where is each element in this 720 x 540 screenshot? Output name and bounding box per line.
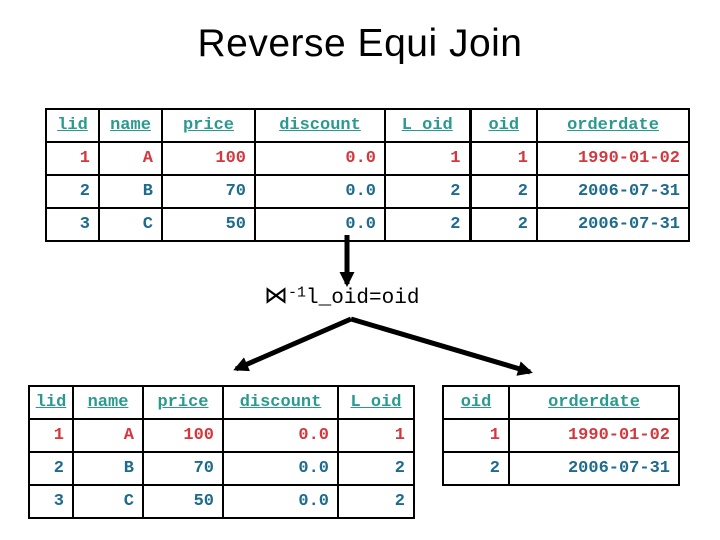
table-cell: 1 xyxy=(28,418,74,453)
join-condition: l_oid=oid xyxy=(306,287,420,310)
table-cell: 2 xyxy=(337,451,415,486)
table-cell: C xyxy=(72,484,144,519)
joined-result-table: lid name price discount L_oid oid orderd… xyxy=(45,108,690,242)
table-cell: 3 xyxy=(45,207,100,242)
table-cell: B xyxy=(98,174,163,209)
table-cell: 0.0 xyxy=(222,418,339,453)
table-cell: 0.0 xyxy=(222,451,339,486)
table-cell: 2 xyxy=(384,207,471,242)
column-header-name: name xyxy=(72,385,144,420)
column-header-name: name xyxy=(98,108,163,143)
header-row: oid orderdate xyxy=(442,385,680,420)
table-cell: 2 xyxy=(45,174,100,209)
column-header-lid: lid xyxy=(28,385,74,420)
header-row: lid name price discount L_oid oid orderd… xyxy=(45,108,690,143)
table-cell: 2 xyxy=(384,174,471,209)
table-cell: B xyxy=(72,451,144,486)
column-header-lid: lid xyxy=(45,108,100,143)
table-row: 2 B 70 0.0 2 xyxy=(28,451,415,486)
table-cell: 2 xyxy=(28,451,74,486)
table-cell: 1 xyxy=(337,418,415,453)
lineitem-table: lid name price discount L_oid 1 A 100 0.… xyxy=(28,385,415,519)
table-cell: 100 xyxy=(161,141,256,176)
table-row: 1 A 100 0.0 1 1 1990-01-02 xyxy=(45,141,690,176)
table-cell: 2 xyxy=(442,451,510,486)
table-row: 2 2006-07-31 xyxy=(442,451,680,486)
column-header-discount: discount xyxy=(222,385,339,420)
column-header-oid: oid xyxy=(468,108,538,143)
table-cell: 2006-07-31 xyxy=(536,174,690,209)
table-cell: 1990-01-02 xyxy=(536,141,690,176)
table-cell: 1 xyxy=(384,141,471,176)
orders-table: oid orderdate 1 1990-01-02 2 2006-07-31 xyxy=(442,385,680,486)
column-header-price: price xyxy=(142,385,224,420)
table-cell: 70 xyxy=(161,174,256,209)
table-cell: 0.0 xyxy=(254,141,386,176)
table-cell: 3 xyxy=(28,484,74,519)
table-row: 2 B 70 0.0 2 2 2006-07-31 xyxy=(45,174,690,209)
join-inverse-exponent: -1 xyxy=(288,284,307,302)
table-cell: 0.0 xyxy=(254,207,386,242)
table-cell: 100 xyxy=(142,418,224,453)
table-cell: 50 xyxy=(161,207,256,242)
column-header-discount: discount xyxy=(254,108,386,143)
table-cell: 1 xyxy=(468,141,538,176)
slide-title: Reverse Equi Join xyxy=(197,22,523,65)
table-cell: C xyxy=(98,207,163,242)
table-cell: 2006-07-31 xyxy=(508,451,680,486)
table-row: 3 C 50 0.0 2 2 2006-07-31 xyxy=(45,207,690,242)
column-header-orderdate: orderdate xyxy=(536,108,690,143)
table-cell: 1 xyxy=(442,418,510,453)
table-cell: A xyxy=(98,141,163,176)
column-header-orderdate: orderdate xyxy=(508,385,680,420)
table-cell: 2 xyxy=(468,174,538,209)
table-row: 1 A 100 0.0 1 xyxy=(28,418,415,453)
column-header-loid: L_oid xyxy=(384,108,471,143)
table-cell: 2006-07-31 xyxy=(536,207,690,242)
table-cell: 2 xyxy=(468,207,538,242)
table-cell: 70 xyxy=(142,451,224,486)
column-header-price: price xyxy=(161,108,256,143)
table-cell: A xyxy=(72,418,144,453)
table-cell: 1990-01-02 xyxy=(508,418,680,453)
table-cell: 1 xyxy=(45,141,100,176)
table-cell: 50 xyxy=(142,484,224,519)
join-expression: ⋈-1l_oid=oid xyxy=(264,281,419,310)
column-header-loid: L_oid xyxy=(337,385,415,420)
table-cell: 0.0 xyxy=(222,484,339,519)
table-row: 3 C 50 0.0 2 xyxy=(28,484,415,519)
header-row: lid name price discount L_oid xyxy=(28,385,415,420)
arrow-to-lineitem-icon xyxy=(233,316,352,372)
table-cell: 0.0 xyxy=(254,174,386,209)
table-row: 1 1990-01-02 xyxy=(442,418,680,453)
column-header-oid: oid xyxy=(442,385,510,420)
arrow-to-orders-icon xyxy=(350,316,533,376)
table-cell: 2 xyxy=(337,484,415,519)
reverse-join-operator-icon: ⋈ xyxy=(264,281,288,309)
